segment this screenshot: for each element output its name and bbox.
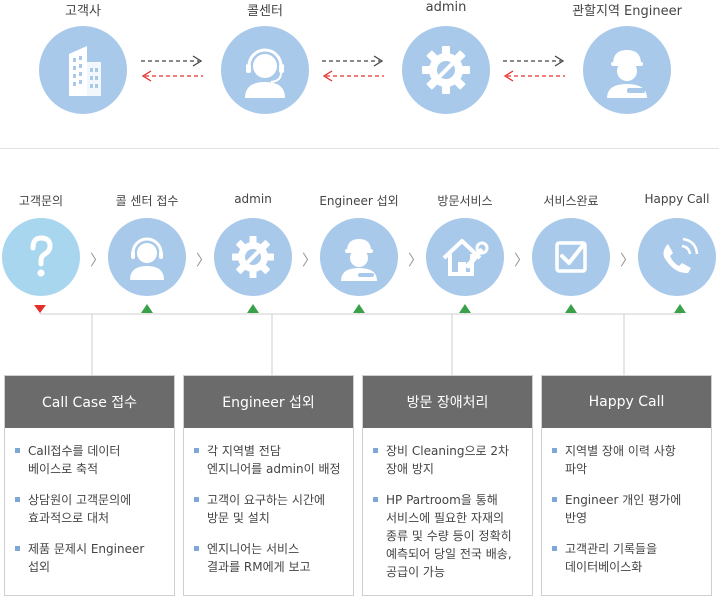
box-title: Happy Call [542,376,711,428]
step-label-engineer: Engineer 섭외 [319,194,399,208]
bullet-icon [552,497,557,502]
list-item-text: 고객관리 기록들을 데이터베이스화 [565,542,658,574]
house-wrench-icon [426,218,504,296]
step-label-complete: 서비스완료 [543,194,599,208]
box-engineer: Engineer 섭외 각 지역별 전담 엔지니어를 admin이 배정 고객이… [183,375,354,596]
bullet-icon [194,448,199,453]
step-label-callcenter: 콜 센터 접수 [115,194,179,208]
chevron-right-icon: 〉 [90,251,106,269]
step-label-visit: 방문서비스 [437,194,493,208]
list-item-text: Engineer 개인 평가에 반영 [565,493,682,525]
box-happy-call: Happy Call 지역별 장애 이력 사항 파악 Engineer 개인 평… [541,375,712,596]
question-icon [2,218,80,296]
bullet-icon [15,448,20,453]
list-item: 상담원이 고객문의에 효과적으로 대처 [15,491,166,527]
list-item-text: Call접수를 데이터 베이스로 축적 [28,444,121,476]
list-item: Call접수를 데이터 베이스로 축적 [15,442,166,478]
chevron-right-icon: 〉 [408,251,424,269]
list-item-text: 고객이 요구하는 시간에 방문 및 설치 [207,493,326,525]
bullet-icon [194,546,199,551]
bullet-icon [15,546,20,551]
list-item: Engineer 개인 평가에 반영 [552,491,703,527]
list-item-text: 엔지니어는 서비스 결과를 RM에게 보고 [207,542,311,574]
chevron-right-icon: 〉 [196,251,212,269]
list-item: 지역별 장애 이력 사항 파악 [552,442,703,478]
gear-wrench-icon [214,218,292,296]
gear-wrench-icon [402,26,490,114]
engineer-icon [583,26,671,114]
building-icon [39,26,127,114]
chevron-right-icon: 〉 [620,251,636,269]
step-label-happycall: Happy Call [644,192,710,206]
top-node-label-callcenter: 콜센터 [247,4,283,19]
bullet-icon [552,448,557,453]
bullet-icon [373,497,378,502]
forward-arrow-3 [503,55,565,82]
green-up-marker [353,304,365,313]
engineer-icon [320,218,398,296]
box-title: Call Case 접수 [5,376,174,428]
red-down-marker [34,305,46,313]
top-node-label-engineer: 관할지역 Engineer [572,4,682,19]
green-up-marker [674,304,686,313]
box-call-case: Call Case 접수 Call접수를 데이터 베이스로 축적 상담원이 고객… [4,375,175,596]
box-list: 지역별 장애 이력 사항 파악 Engineer 개인 평가에 반영 고객관리 … [542,442,711,576]
list-item-text: 상담원이 고객문의에 효과적으로 대처 [28,493,132,525]
chevron-right-icon: 〉 [302,251,318,269]
list-item: 각 지역별 전담 엔지니어를 admin이 배정 [194,442,345,478]
top-node-label-admin: admin [425,0,467,15]
list-item-text: 제품 문제시 Engineer 섭외 [28,542,145,574]
forward-arrow-2 [322,55,384,82]
box-visit: 방문 장애처리 장비 Cleaning으로 2차 장애 방지 HP Partro… [362,375,533,596]
checkbox-icon [532,218,610,296]
box-list: 각 지역별 전담 엔지니어를 admin이 배정 고객이 요구하는 시간에 방문… [184,442,353,576]
list-item-text: HP Partroom을 통해 서비스에 필요한 자재의 종류 및 수량 등이 … [386,493,512,579]
box-title: 방문 장애처리 [363,376,532,428]
list-item: 장비 Cleaning으로 2차 장애 방지 [373,442,524,478]
list-item: 고객이 요구하는 시간에 방문 및 설치 [194,491,345,527]
green-up-marker [459,304,471,313]
phone-icon [638,218,716,296]
box-list: Call접수를 데이터 베이스로 축적 상담원이 고객문의에 효과적으로 대처 … [5,442,174,576]
forward-arrow-1 [141,55,203,82]
step-label-admin: admin [234,192,272,206]
chevron-right-icon: 〉 [514,251,530,269]
box-list: 장비 Cleaning으로 2차 장애 방지 HP Partroom을 통해 서… [363,442,532,581]
step-label-inquiry: 고객문의 [18,194,64,208]
list-item: HP Partroom을 통해 서비스에 필요한 자재의 종류 및 수량 등이 … [373,491,524,581]
green-up-marker [247,304,259,313]
connector-lines [34,304,686,375]
top-node-label-customer: 고객사 [65,4,101,19]
bullet-icon [15,497,20,502]
list-item-text: 각 지역별 전담 엔지니어를 admin이 배정 [207,444,341,476]
list-item: 엔지니어는 서비스 결과를 RM에게 보고 [194,540,345,576]
green-up-marker [141,304,153,313]
list-item: 제품 문제시 Engineer 섭외 [15,540,166,576]
headset-operator-icon [108,218,186,296]
bullet-icon [194,497,199,502]
list-item: 고객관리 기록들을 데이터베이스화 [552,540,703,576]
green-up-marker [565,304,577,313]
section-divider [0,148,719,149]
list-item-text: 장비 Cleaning으로 2차 장애 방지 [386,444,510,476]
box-title: Engineer 섭외 [184,376,353,428]
list-item-text: 지역별 장애 이력 사항 파악 [565,444,676,476]
bullet-icon [552,546,557,551]
headset-operator-icon [221,26,309,114]
bullet-icon [373,448,378,453]
